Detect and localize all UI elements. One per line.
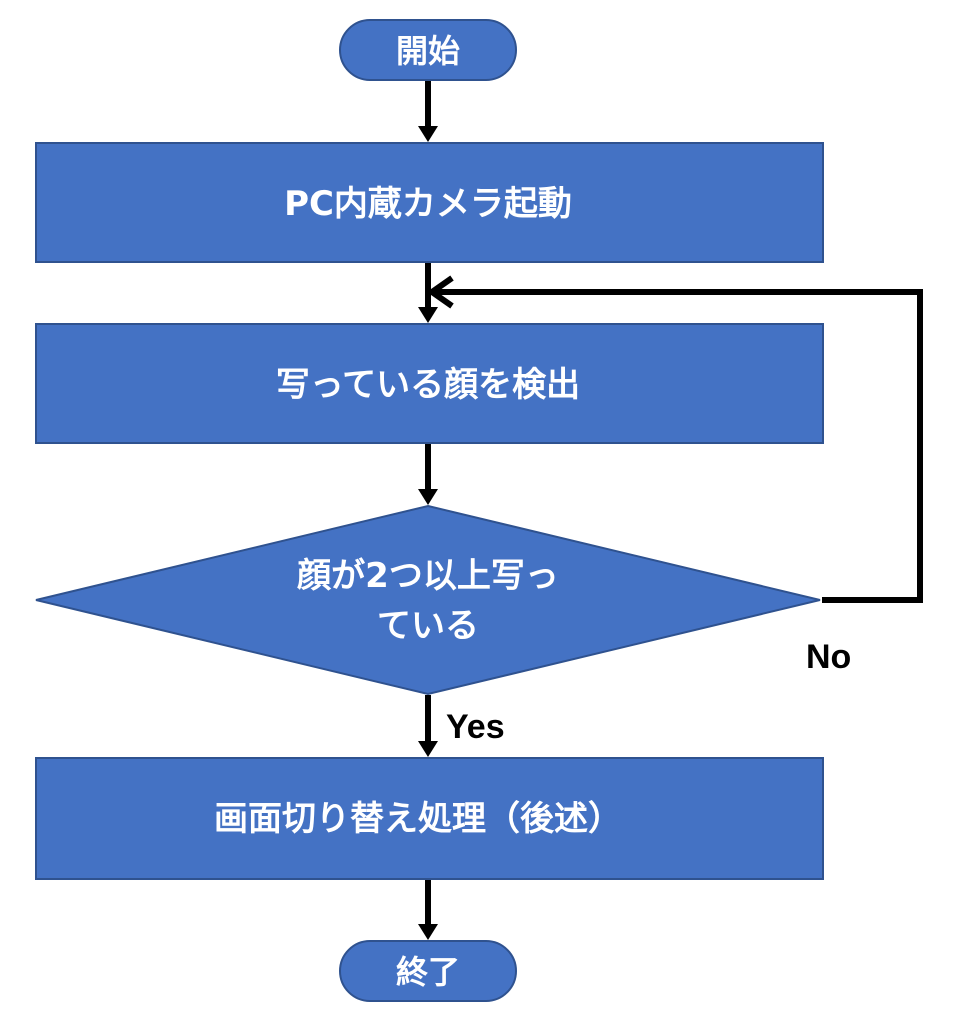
start-node — [339, 19, 517, 81]
switch-process-node — [35, 757, 824, 880]
start-label: 開始 — [396, 32, 460, 70]
end-node — [339, 940, 517, 1002]
arrowhead-camera — [418, 126, 438, 142]
arrowhead-end — [418, 924, 438, 940]
loop-back-connector — [432, 289, 923, 603]
arrowhead-detect — [418, 307, 438, 323]
detect-process-label: 写っている顔を検出 — [276, 365, 580, 405]
no-label: No — [806, 638, 851, 676]
loop-back-arrowhead — [426, 275, 454, 309]
switch-process-label: 画面切り替え処理（後述） — [214, 799, 622, 839]
arrowhead-decision — [418, 489, 438, 505]
camera-process-node — [35, 142, 824, 263]
decision-label-line2: ている — [377, 606, 479, 646]
detect-process-node — [35, 323, 824, 444]
decision-label-line1: 顔が2つ以上写っ — [297, 556, 559, 596]
decision-node — [35, 504, 821, 696]
arrowhead-switch — [418, 741, 438, 757]
end-label: 終了 — [396, 953, 460, 991]
yes-label: Yes — [446, 708, 505, 746]
camera-process-label: PC内蔵カメラ起動 — [284, 184, 572, 224]
